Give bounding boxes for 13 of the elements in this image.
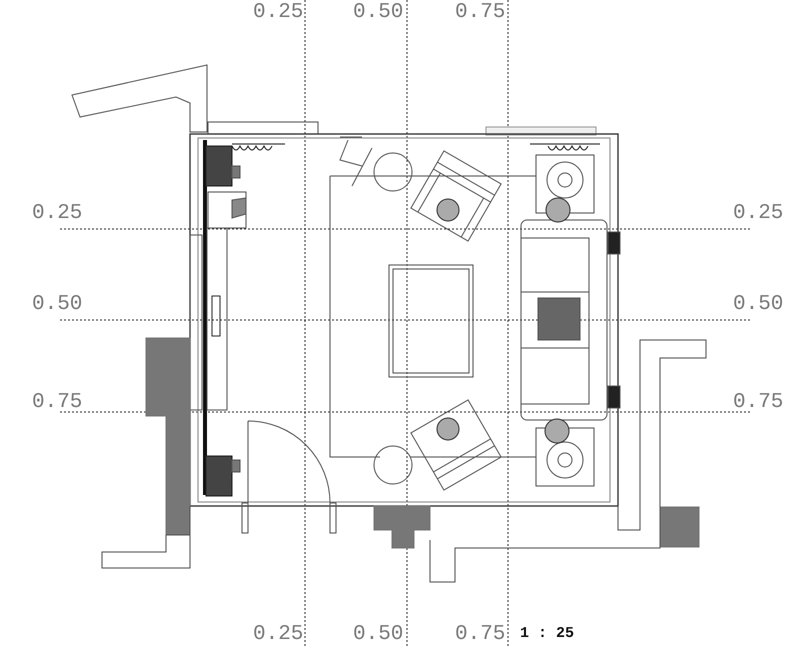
- grid-position-label: 0.75: [455, 2, 506, 23]
- grid-position-label: 0.50: [353, 624, 404, 645]
- grid-position-label: 0.75: [32, 392, 82, 413]
- grid-position-label: 0.25: [32, 203, 82, 224]
- grid-position-label: 0.75: [455, 624, 506, 645]
- grid-position-label: 0.50: [733, 294, 784, 315]
- grid-position-label: 0.75: [733, 392, 784, 413]
- grid-position-label: 0.50: [32, 294, 82, 315]
- scale-text: 1 : 25: [520, 626, 574, 641]
- grid-position-label: 0.25: [253, 624, 304, 645]
- grid-position-label: 0.25: [733, 203, 784, 224]
- grid-position-label: 0.25: [253, 2, 304, 23]
- grid-position-label: 0.50: [353, 2, 404, 23]
